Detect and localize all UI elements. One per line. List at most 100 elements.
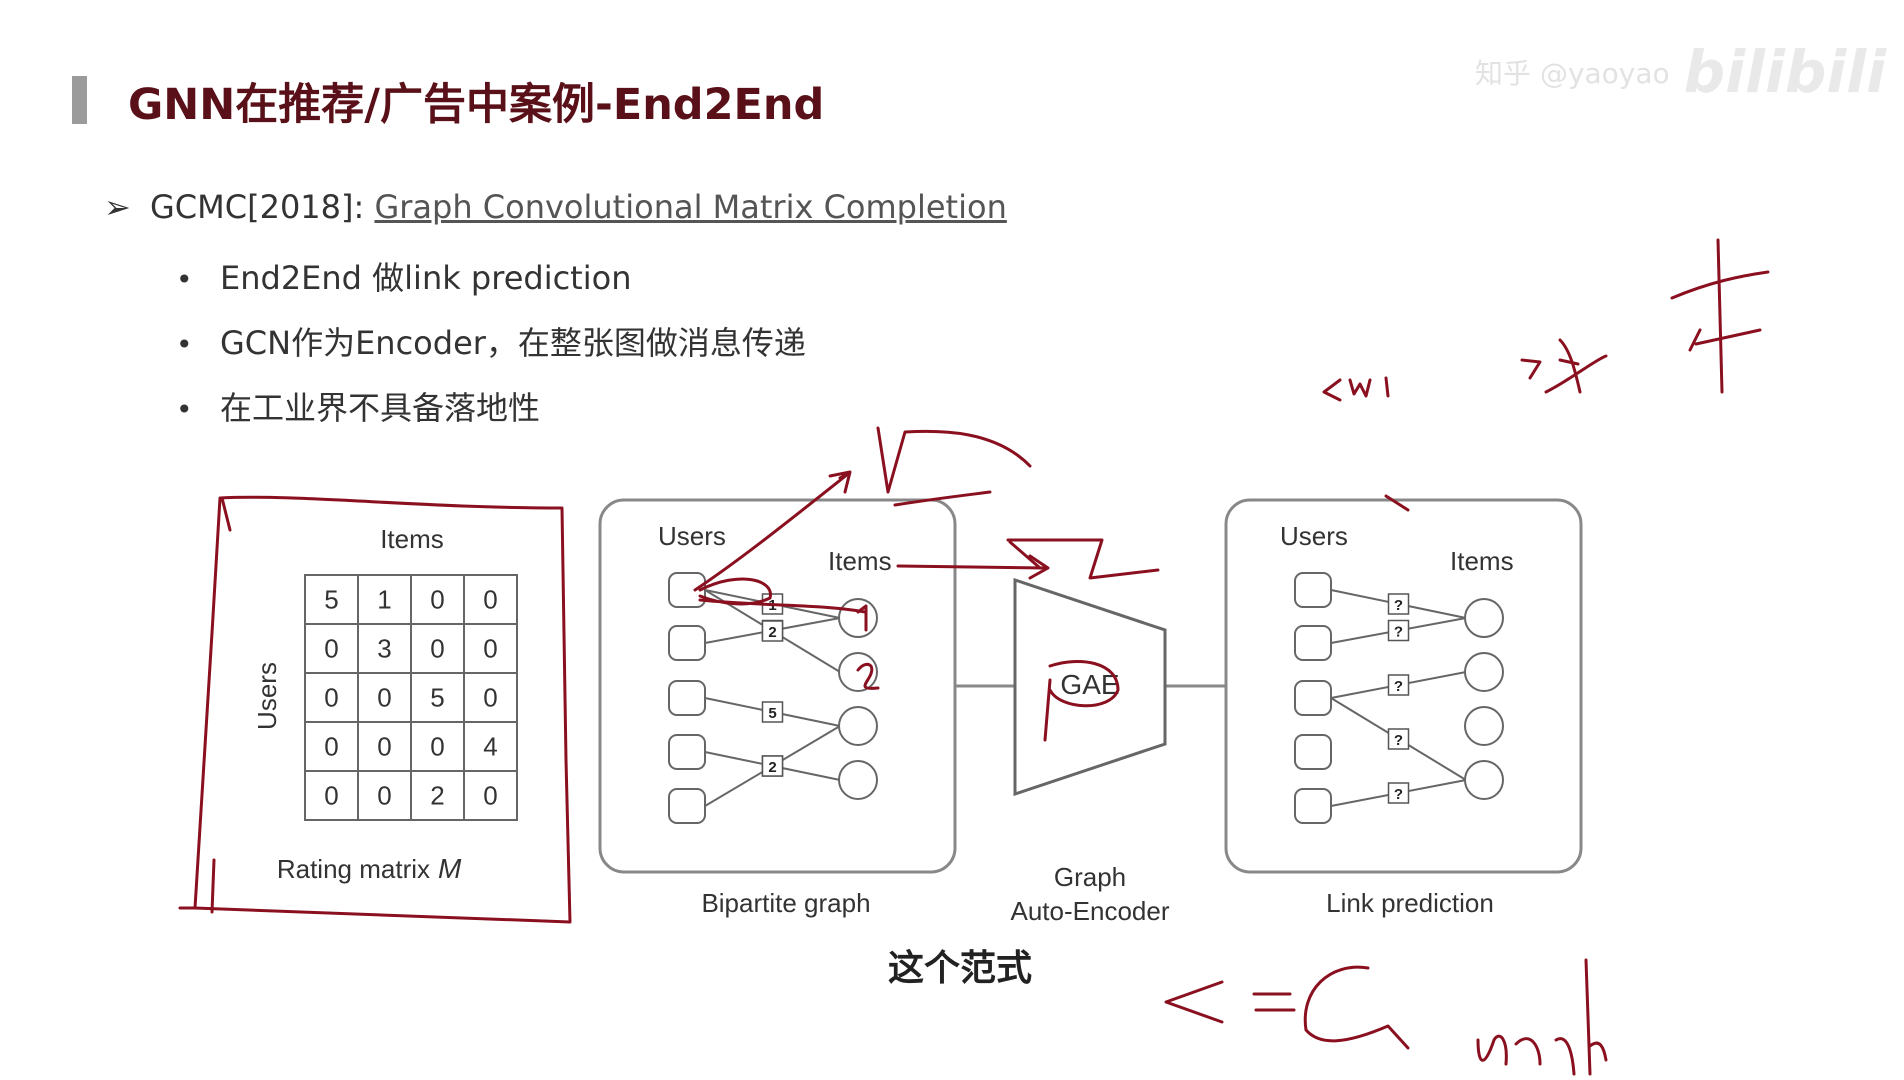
hand-G: [1303, 965, 1410, 1050]
hand-word-2: [1520, 338, 1608, 394]
hand-arrow-up: [693, 470, 852, 592]
bipartite-frame: [598, 498, 957, 874]
edge-label: ?: [1394, 786, 1403, 803]
item-node: [1464, 652, 1504, 692]
edge-label-box: [1387, 782, 1410, 804]
hand-two-mark: [856, 662, 880, 690]
edge-label: 5: [768, 705, 776, 722]
matrix-value: 0: [483, 585, 497, 615]
hand-one-mark: [856, 604, 868, 632]
gae-caption-line2: Auto-Encoder: [1011, 896, 1170, 926]
bipartite-edges: 132542: [704, 589, 841, 807]
matrix-value: 0: [324, 683, 338, 713]
matrix-value: 3: [377, 634, 391, 664]
edge-label: 2: [768, 759, 776, 776]
bullet-dot-icon: •: [176, 263, 193, 296]
link-prediction-edges: ?????: [1330, 589, 1467, 807]
user-node: [668, 680, 706, 716]
edge-label: 2: [768, 624, 776, 641]
matrix-caption: Rating matrix: [277, 854, 430, 884]
matrix-cell: [463, 770, 518, 821]
paper-id: GCMC[2018]:: [150, 188, 375, 226]
user-node: [668, 572, 706, 608]
matrix-value: 0: [483, 683, 497, 713]
matrix-items-label: Items: [380, 524, 444, 554]
bipartite-users-label: Users: [658, 521, 726, 551]
matrix-value: 0: [483, 634, 497, 664]
user-node: [1294, 788, 1332, 824]
hand-arrow-right: [896, 554, 1050, 580]
user-node: [1294, 734, 1332, 770]
hand-graph-word: [1476, 958, 1608, 1076]
main-bullet: ➢ GCMC[2018]: Graph Convolutional Matrix …: [104, 188, 1007, 226]
matrix-value: 0: [483, 781, 497, 811]
matrix-value: 1: [377, 585, 391, 615]
matrix-value: 0: [430, 634, 444, 664]
edge-label-box: [1387, 593, 1410, 615]
hand-less-than: [1164, 980, 1224, 1024]
edge-label: ?: [1394, 678, 1403, 695]
paradigm-annotation: 这个范式: [888, 947, 1032, 988]
arrow-bullet-icon: ➢: [104, 188, 131, 226]
item-node: [838, 760, 878, 800]
edge-label: ?: [1394, 597, 1403, 614]
watermark-text: 知乎 @yaoyao: [1475, 57, 1670, 90]
edge-label-box: [761, 620, 784, 642]
matrix-value: 0: [430, 585, 444, 615]
slide-title: GNN在推荐/广告中案例-End2End: [128, 80, 825, 130]
hand-equals: [1252, 992, 1296, 1012]
hand-drawn-ticks: [178, 496, 232, 914]
item-node: [1464, 706, 1504, 746]
paper-link[interactable]: Graph Convolutional Matrix Completion: [374, 188, 1007, 226]
item-node: [1464, 760, 1504, 800]
gae-label: GAE: [1060, 669, 1119, 700]
matrix-value: 0: [324, 781, 338, 811]
hand-Z-mark: [1046, 538, 1160, 580]
matrix-symbol: M: [438, 853, 462, 884]
item-node: [1464, 598, 1504, 638]
sub-bullet-text: GCN作为Encoder，在整张图做消息传递: [220, 324, 806, 362]
link-prediction-panel: Users Items ????? Link prediction: [1224, 498, 1583, 918]
hand-V-underline: [893, 490, 992, 507]
edge-label-box: [1387, 674, 1410, 696]
graph-autoencoder-panel: GAE Graph Auto-Encoder: [1011, 577, 1170, 926]
edge-label: ?: [1394, 624, 1403, 641]
matrix-value: 2: [430, 781, 444, 811]
edge-label-box: [761, 701, 784, 723]
item-node: [838, 598, 878, 638]
lp-items-label: Items: [1450, 546, 1514, 576]
hand-circle-gae: [1043, 659, 1120, 742]
bipartite-graph-panel: Users Items 132542 Bipartite graph: [598, 498, 957, 918]
hand-stroke: [1006, 538, 1050, 570]
hand-scribble: [698, 577, 867, 614]
matrix-value: 0: [324, 732, 338, 762]
sub-bullet-text: 在工业界不具备落地性: [220, 389, 541, 427]
link-prediction-frame: [1224, 498, 1583, 874]
lp-users-label: Users: [1280, 521, 1348, 551]
sub-bullet: •在工业界不具备落地性: [176, 383, 540, 429]
user-node: [668, 734, 706, 770]
hand-drawn-box: [193, 495, 572, 924]
matrix-value: 0: [377, 781, 391, 811]
hand-V-mark: [876, 426, 1032, 494]
bullet-dot-icon: •: [176, 328, 193, 361]
user-node: [1294, 680, 1332, 716]
bipartite-items-label: Items: [828, 546, 892, 576]
user-node: [1294, 625, 1332, 661]
sub-bullet-text: End2End 做link prediction: [220, 259, 632, 297]
gae-trapezoid: [1013, 577, 1167, 797]
link-prediction-nodes: [1294, 572, 1504, 824]
bilibili-logo: bilibili: [1683, 38, 1886, 106]
edge-label-box: [1387, 619, 1410, 642]
bipartite-caption: Bipartite graph: [701, 888, 870, 918]
edge-label-box: [761, 755, 784, 777]
handwritten-annotations: [178, 238, 1770, 1076]
matrix-value: 0: [377, 683, 391, 713]
user-node: [1294, 572, 1332, 608]
matrix-value: 0: [377, 732, 391, 762]
lp-caption: Link prediction: [1326, 888, 1494, 918]
gae-caption-line1: Graph: [1054, 862, 1126, 892]
video-watermark: 知乎 @yaoyao bilibili: [1475, 38, 1886, 106]
